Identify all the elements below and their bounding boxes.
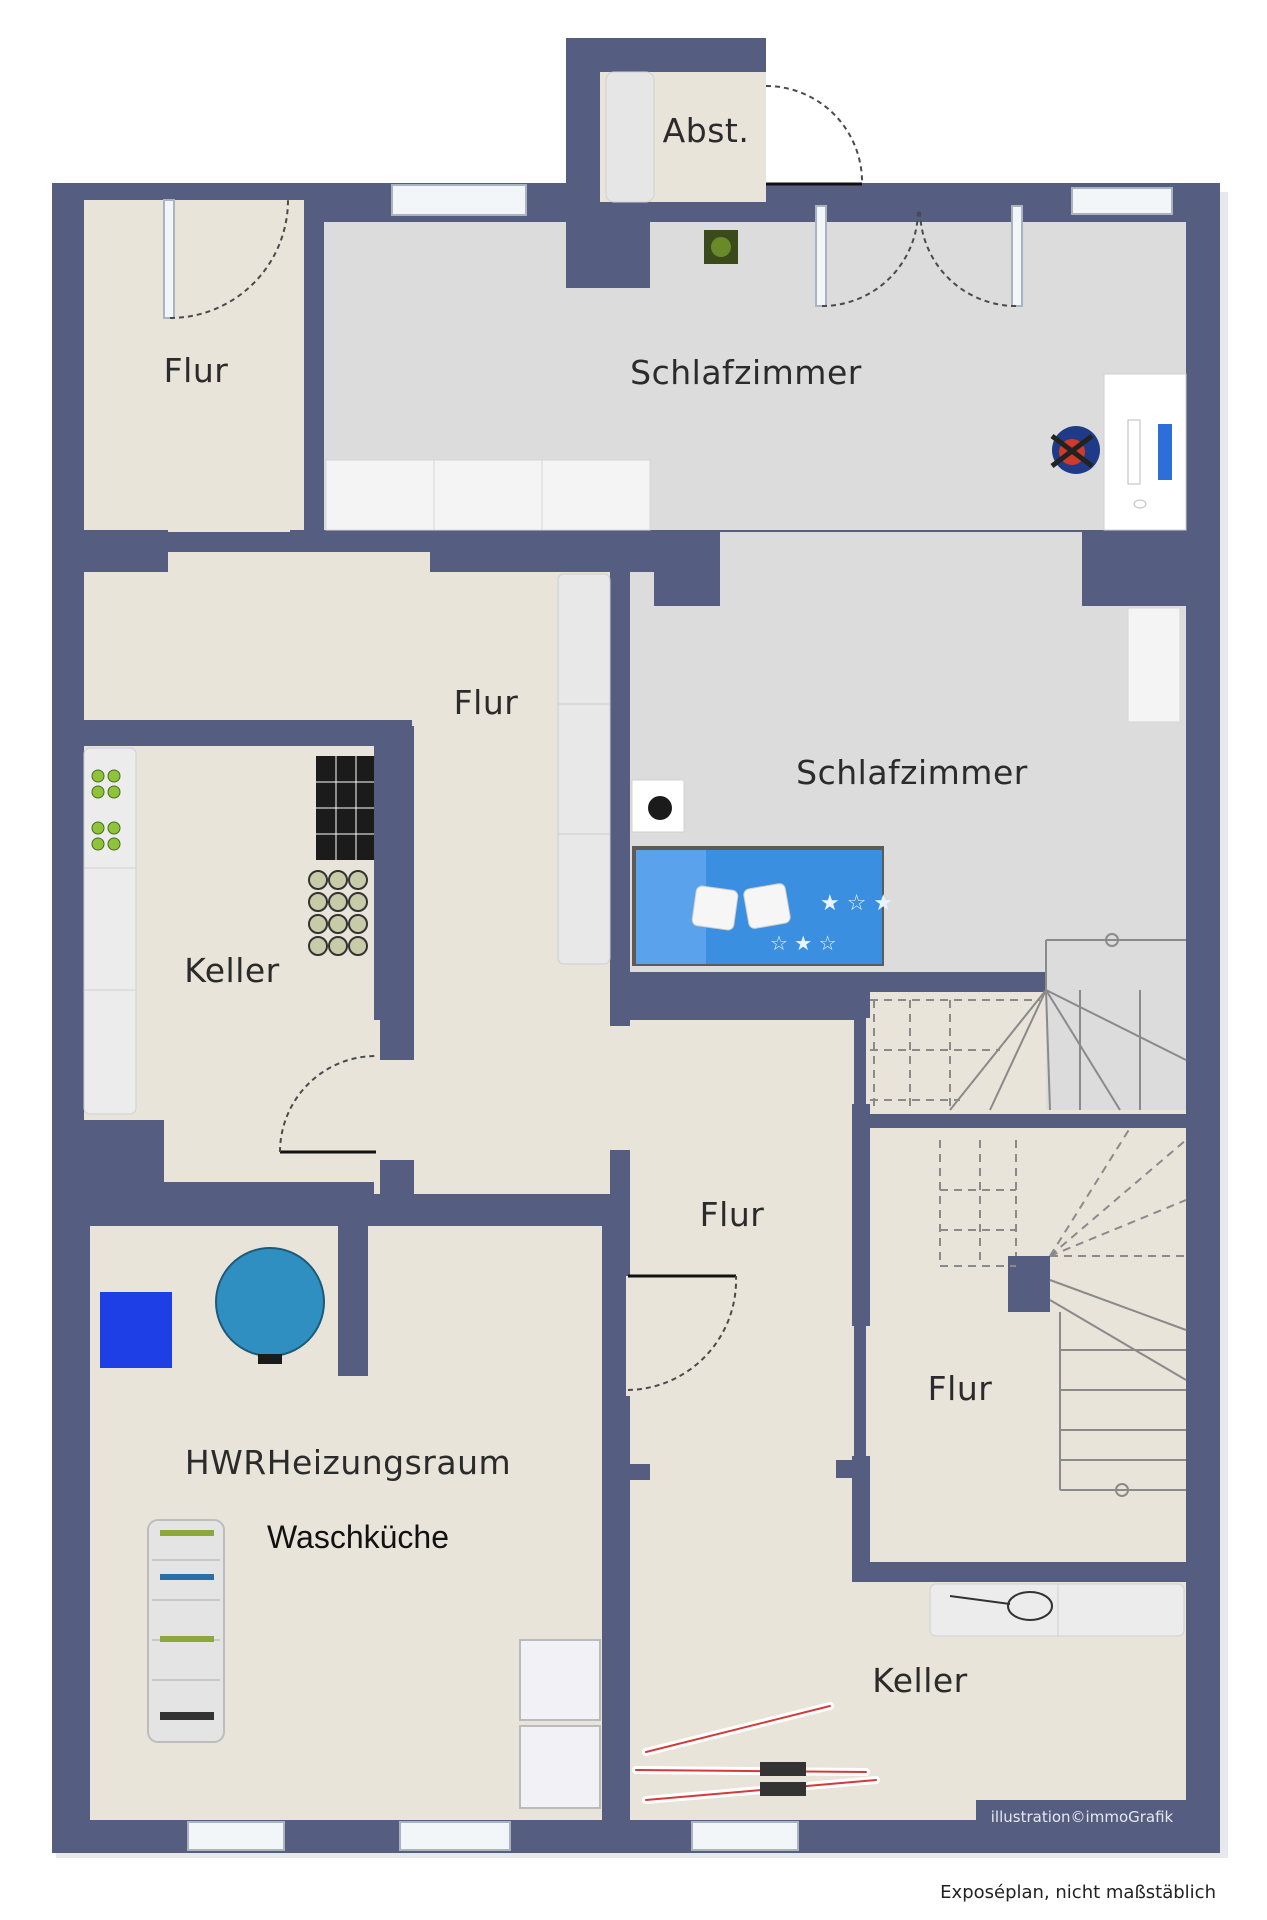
label-keller-left: Keller [184,951,280,990]
label-abst: Abst. [663,111,750,150]
svg-text:★ ☆ ★: ★ ☆ ★ [820,891,893,916]
cabinet-icon [605,71,655,203]
window-icon [691,1821,799,1851]
window-icon [391,184,527,216]
label-flur-right: Flur [928,1369,993,1408]
door-swing-icon [279,1055,377,1153]
floor-flur-top-left [84,200,304,532]
door-swing-icon [821,209,919,307]
label-flur-mid: Flur [454,683,519,722]
window-icon [399,1821,511,1851]
bed-icon: ★ ☆ ★ ☆ ★ ☆ [632,846,893,966]
footer-caption: Exposéplan, nicht maßstäblich [940,1882,1216,1903]
shelf-icon [83,747,137,1115]
washer-icon [100,1292,172,1368]
washing-machine-icon [519,1639,601,1721]
label-keller-bottom: Keller [872,1661,968,1700]
label-schlafzimmer-mid: Schlafzimmer [796,753,1028,792]
credit-box [976,1800,1186,1852]
window-icon [1071,187,1173,215]
door-swing-icon [919,209,1017,307]
floor-flur-right [866,1128,1186,1562]
door-swing-icon [169,199,289,319]
wardrobe-icon [557,573,611,965]
svg-text:☆ ★ ☆: ☆ ★ ☆ [770,931,837,955]
bottle-crate-icon [91,769,121,851]
credit-text: illustration©immoGrafik [991,1808,1174,1826]
staircase-icon [870,933,1187,1497]
bottle-crate-icon [316,756,374,860]
wardrobe-icon [325,459,651,531]
bottle-crate-icon [308,870,368,956]
boiler-icon [215,1247,325,1364]
label-flur-center: Flur [700,1195,765,1234]
label-schlafzimmer-top: Schlafzimmer [630,353,862,392]
cabinet-icon [1127,607,1181,723]
doors [163,85,1023,1391]
label-hwr: HWRHeizungsraum [185,1443,511,1482]
room-labels: Abst. Flur Schlafzimmer Flur Schlafzimme… [164,111,1028,1700]
label-waschkueche: Waschküche [267,1519,449,1555]
office-chair-icon [1050,426,1100,474]
label-flur-top-left: Flur [164,351,229,390]
lamp-icon [648,796,672,820]
dryer-icon [519,1725,601,1809]
furniture: ★ ☆ ★ ☆ ★ ☆ [83,71,1187,1809]
door-swing-icon [765,85,864,185]
shelf-icon [929,1583,1185,1637]
windows [187,184,1173,1851]
drying-rack-icon [147,1519,225,1743]
interior-walls [84,183,1186,1820]
skis-icon [632,1702,880,1804]
tennis-racket-icon [949,1591,1053,1621]
window-icon [187,1821,285,1851]
